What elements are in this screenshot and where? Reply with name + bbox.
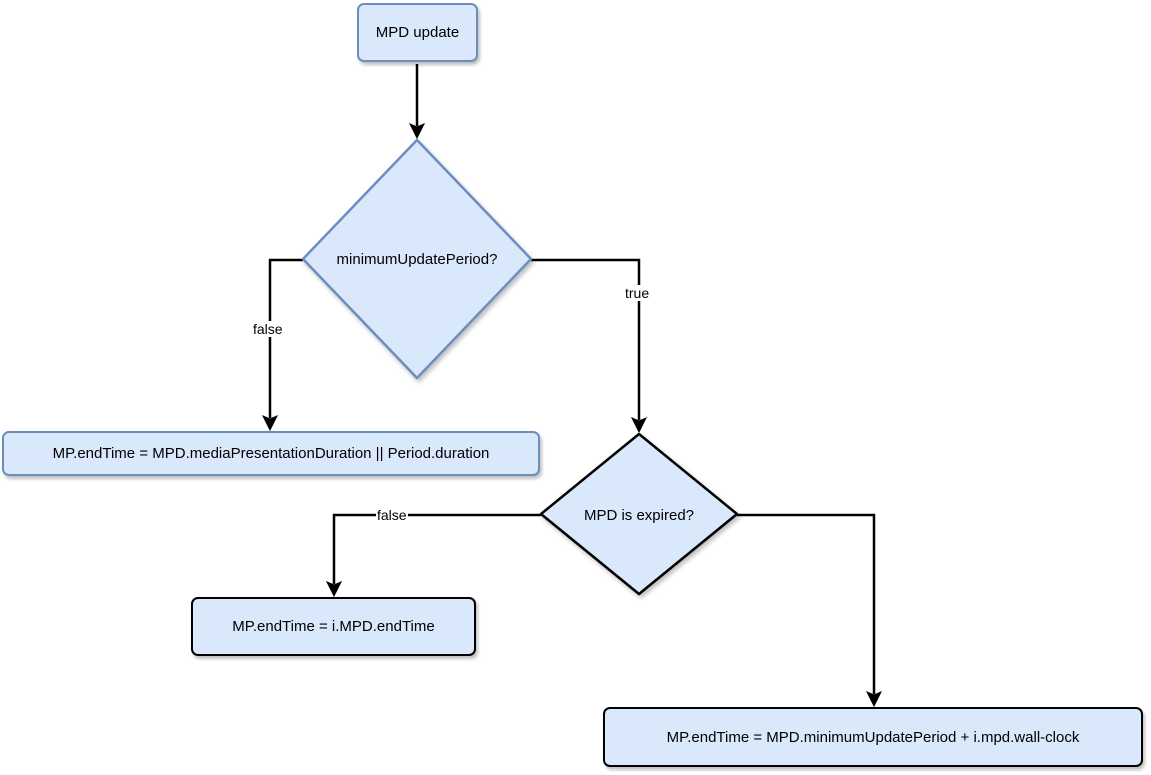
edge-decision-true [531,258,641,420]
arrowhead-to-duration-box [261,415,279,432]
arrowhead-to-decision [408,123,426,140]
decision-diamond-min-update-period [301,138,533,380]
edge-label-expired-false: false [376,507,408,523]
arrowheads [261,123,883,708]
decision-min-update-period-label: minimumUpdatePeriod? [336,250,498,268]
edge-label-min-true: true [624,285,651,301]
node-mpd-update-label: MPD update [375,24,460,41]
node-end-time-mpd: MP.endTime = i.MPD.endTime [191,597,476,656]
edge-expired-false [332,513,541,584]
decision-mpd-expired-label: MPD is expired? [583,506,695,524]
arrowhead-to-wallclock-box [865,691,883,708]
edge-expired-true [737,513,876,694]
node-end-time-wallclock-label: MP.endTime = MPD.minimumUpdatePeriod + i… [666,728,1080,746]
edge-decision-false [268,258,303,418]
arrowhead-to-endtime-box [325,581,343,598]
node-end-time-mpd-label: MP.endTime = i.MPD.endTime [232,618,435,635]
node-end-time-wallclock: MP.endTime = MPD.minimumUpdatePeriod + i… [603,707,1143,767]
node-end-time-duration: MP.endTime = MPD.mediaPresentationDurati… [2,431,540,476]
connectors [268,64,876,694]
node-end-time-duration-label: MP.endTime = MPD.mediaPresentationDurati… [52,445,490,462]
decision-diamond-mpd-expired [539,432,739,596]
arrowhead-to-expired-decision [630,417,648,434]
edge-label-min-false: false [252,321,284,337]
node-mpd-update: MPD update [357,3,478,62]
